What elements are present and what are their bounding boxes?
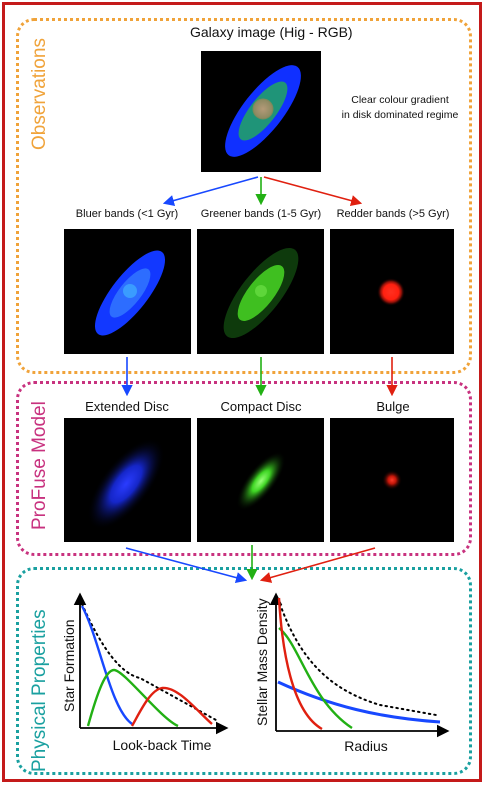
- band-image-blue: [64, 229, 191, 354]
- band-label-blue: Bluer bands (<1 Gyr): [75, 208, 179, 220]
- physical-properties-label: Physical Properties: [29, 609, 50, 772]
- observations-section: [16, 18, 472, 374]
- galaxy-image: [201, 51, 321, 172]
- band-image-green: [197, 229, 324, 354]
- galaxy-title: Galaxy image (Hig - RGB): [190, 24, 353, 40]
- sfh-ylabel: Star Formation: [61, 619, 77, 712]
- component-label-compact-disc: Compact Disc: [220, 399, 302, 414]
- sfh-xlabel: Look-back Time: [112, 737, 212, 753]
- model-image-compact-disc: [197, 418, 324, 542]
- density-ylabel: Stellar Mass Density: [254, 598, 270, 726]
- model-image-extended-disc: [64, 418, 191, 542]
- model-image-bulge: [330, 418, 454, 542]
- model-label: ProFuse Model: [29, 401, 50, 530]
- outer-frame: [2, 2, 482, 782]
- band-image-red: [330, 229, 454, 354]
- component-label-bulge: Bulge: [376, 399, 410, 414]
- galaxy-note-line1: Clear colour gradient: [351, 94, 449, 106]
- component-label-extended-disc: Extended Disc: [85, 399, 169, 414]
- density-xlabel: Radius: [344, 738, 388, 754]
- galaxy-note-line2: in disk dominated regime: [341, 109, 459, 121]
- band-label-green: Greener bands (1-5 Gyr): [200, 208, 322, 220]
- observations-label: Observations: [29, 38, 50, 150]
- band-label-red: Redder bands (>5 Gyr): [336, 208, 450, 220]
